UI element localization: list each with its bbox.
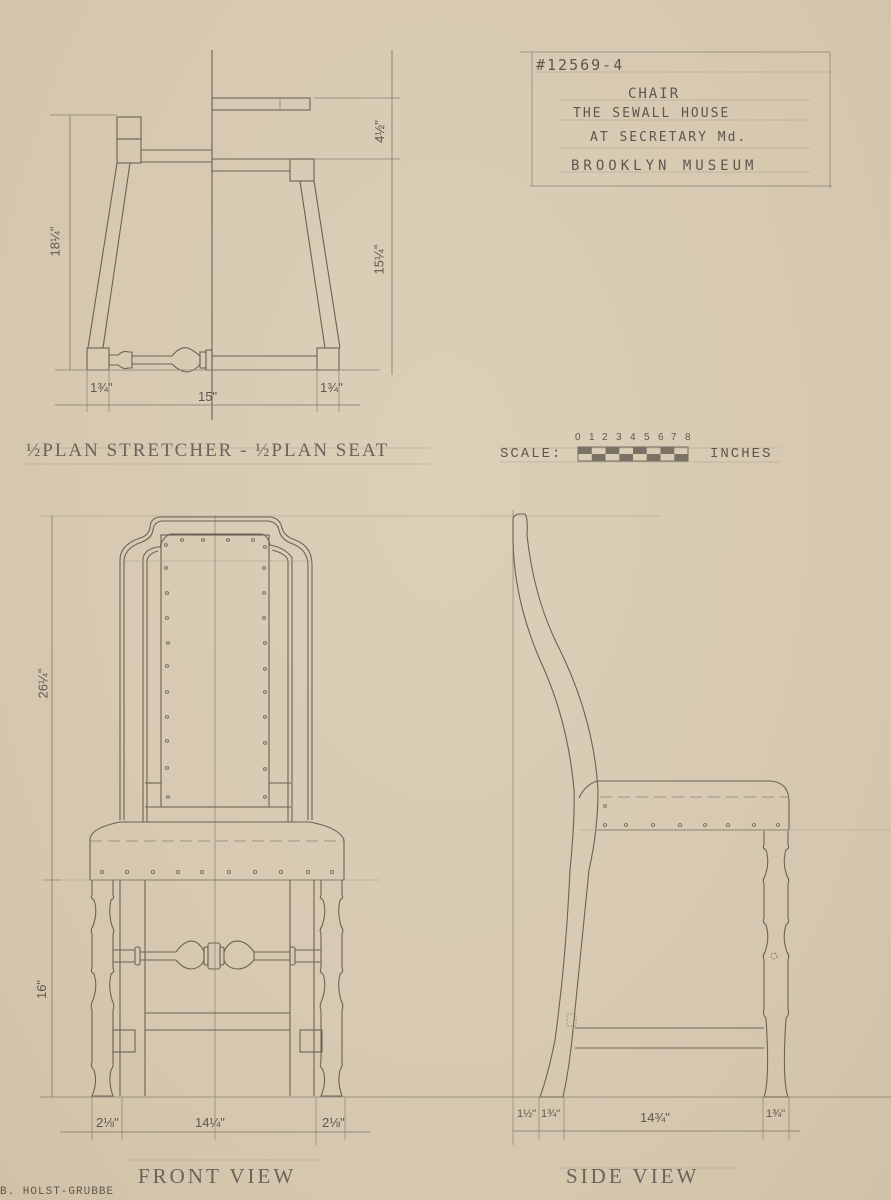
side-view-drawing [512, 510, 891, 1169]
dim-plan-width: 15" [198, 389, 218, 404]
title-block-frame [520, 51, 832, 188]
front-view-caption: FRONT VIEW [138, 1164, 297, 1188]
dim-side-back-post: 1½" [517, 1108, 537, 1120]
front-view-drawing [40, 515, 891, 1161]
object-name: CHAIR [628, 86, 681, 102]
scale-bar [500, 446, 780, 463]
side-view-caption: SIDE VIEW [566, 1164, 700, 1188]
dim-back-offset: 4½" [371, 120, 387, 143]
dim-plan-left-leg: 1¾" [90, 380, 113, 395]
dim-front-left-leg: 2⅛" [96, 1115, 119, 1130]
title-line-4: BROOKLYN MUSEUM [571, 158, 758, 174]
dim-side-depth: 14¾" [640, 1110, 670, 1125]
dim-back-height: 26¼" [35, 668, 51, 699]
title-line-2: THE SEWALL HOUSE [573, 106, 731, 121]
dim-overall-depth: 18¼" [47, 226, 63, 257]
plan-view-caption: ½PLAN STRETCHER - ½PLAN SEAT [26, 440, 390, 461]
dim-seat-depth: 15¼" [371, 244, 387, 275]
artist-signature: B. HOLST-GRUBBE [0, 1186, 115, 1198]
scale-unit: INCHES [710, 446, 773, 462]
dim-front-right-leg: 2⅛" [322, 1115, 345, 1130]
title-line-3: AT SECRETARY Md. [590, 130, 748, 145]
catalog-number: #12569-4 [536, 56, 625, 74]
dim-plan-right-leg: 1¾" [320, 380, 343, 395]
scale-label: SCALE: [500, 446, 563, 462]
plan-view-drawing [25, 50, 430, 465]
dim-front-width: 14¼" [195, 1115, 225, 1130]
dim-side-front-leg: 1¾" [766, 1108, 786, 1120]
dim-seat-height: 16" [34, 979, 50, 1000]
dim-side-rear-leg: 1¾" [541, 1108, 561, 1120]
